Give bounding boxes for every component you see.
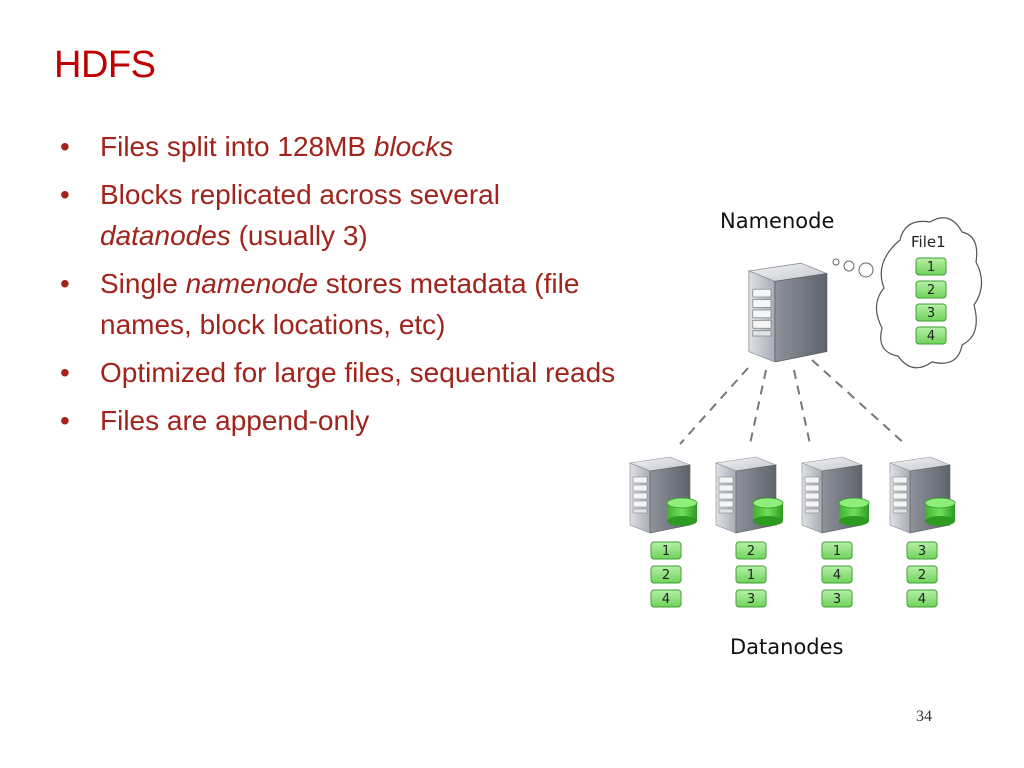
datanode-1-blocks: 2 1 3 xyxy=(735,541,767,608)
file-block xyxy=(915,280,947,299)
block-label: 4 xyxy=(833,568,841,583)
block xyxy=(650,565,682,584)
slide-title: HDFS xyxy=(54,44,156,86)
disk-icon xyxy=(838,497,870,526)
block xyxy=(650,589,682,608)
block xyxy=(821,589,853,608)
bullet-list: •Files split into 128MB blocks •Blocks r… xyxy=(60,126,620,448)
block-label: 3 xyxy=(747,592,755,607)
connector-line xyxy=(749,369,767,445)
block xyxy=(735,565,767,584)
datanodes-label: Datanodes xyxy=(730,635,844,659)
connector-line xyxy=(811,359,906,445)
connector-lines xyxy=(679,359,906,445)
block-label: 1 xyxy=(747,568,755,583)
block xyxy=(906,589,938,608)
block xyxy=(735,541,767,560)
datanode-3-blocks: 3 2 4 xyxy=(906,541,938,608)
connector-line xyxy=(679,367,749,445)
block xyxy=(906,541,938,560)
bullet-item: •Optimized for large files, sequential r… xyxy=(60,352,620,393)
block-label: 2 xyxy=(918,568,926,583)
block xyxy=(821,565,853,584)
file-block xyxy=(915,257,947,276)
bullet-dot-icon: • xyxy=(60,405,70,436)
file-block-label: 4 xyxy=(927,329,935,344)
datanode-3 xyxy=(889,456,956,534)
block-label: 3 xyxy=(918,544,926,559)
datanode-1 xyxy=(715,456,784,534)
block-label: 1 xyxy=(662,544,670,559)
page-number: 34 xyxy=(916,708,932,725)
datanode-2-blocks: 1 4 3 xyxy=(821,541,853,608)
disk-icon xyxy=(666,497,698,526)
file-block xyxy=(915,303,947,322)
block-label: 2 xyxy=(747,544,755,559)
connector-line xyxy=(793,369,811,445)
block-label: 2 xyxy=(662,568,670,583)
namenode-server-icon xyxy=(748,262,828,362)
block-label: 1 xyxy=(833,544,841,559)
bullet-item: •Files are append-only xyxy=(60,400,620,441)
datanode-0 xyxy=(629,456,698,534)
block xyxy=(906,565,938,584)
file-block-label: 3 xyxy=(927,306,935,321)
bullet-item: •Single namenode stores metadata (file n… xyxy=(60,263,620,345)
block-label: 4 xyxy=(918,592,926,607)
block xyxy=(821,541,853,560)
namenode-label: Namenode xyxy=(720,209,834,233)
bullet-dot-icon: • xyxy=(60,357,70,388)
bullet-dot-icon: • xyxy=(60,268,70,299)
bullet-dot-icon: • xyxy=(60,131,70,162)
file-block-label: 2 xyxy=(927,283,935,298)
bullet-item: •Blocks replicated across several datano… xyxy=(60,174,620,256)
block xyxy=(735,589,767,608)
file-name-label: File1 xyxy=(911,233,946,251)
file-block xyxy=(915,326,947,345)
file-block-list: 1 2 3 4 xyxy=(915,257,947,345)
file-block-label: 1 xyxy=(927,260,935,275)
disk-icon xyxy=(924,497,956,526)
block-label: 3 xyxy=(833,592,841,607)
bullet-item: •Files split into 128MB blocks xyxy=(60,126,620,167)
disk-icon xyxy=(752,497,784,526)
block xyxy=(650,541,682,560)
datanode-0-blocks: 1 2 4 xyxy=(650,541,682,608)
datanode-2 xyxy=(801,456,870,534)
thought-cloud xyxy=(832,217,983,369)
bullet-dot-icon: • xyxy=(60,179,70,210)
block-label: 4 xyxy=(662,592,670,607)
